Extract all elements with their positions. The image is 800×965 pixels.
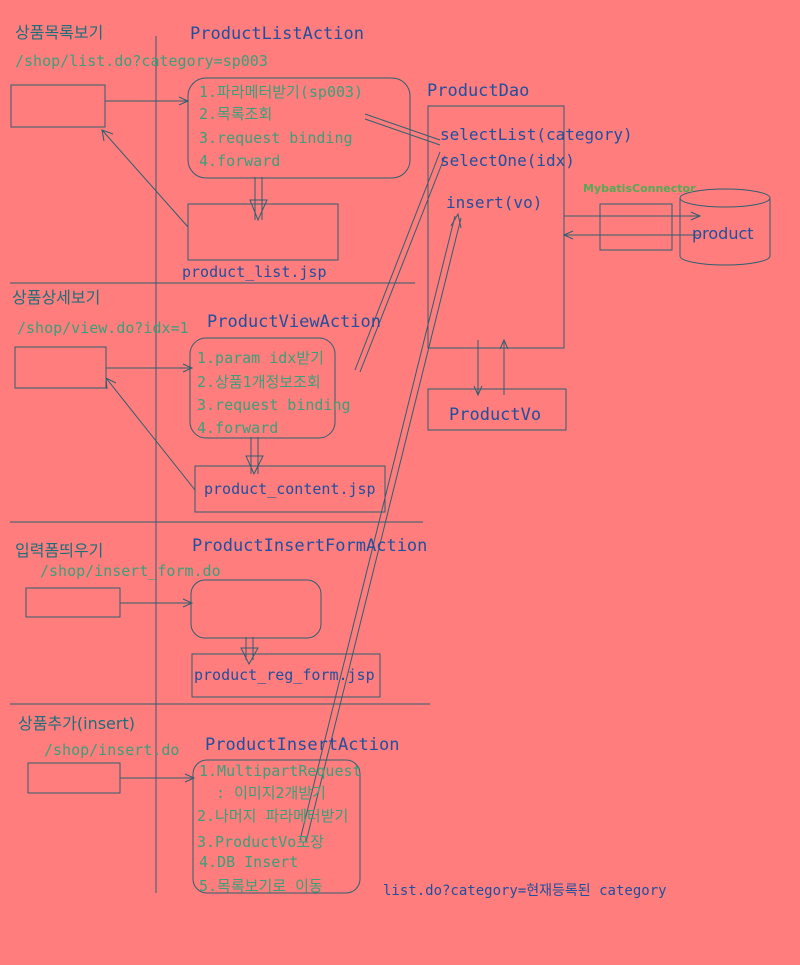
redirect-note: list.do?category=현재등록된 category	[383, 883, 667, 899]
arrow-head	[562, 230, 574, 240]
arrow-head	[690, 211, 702, 221]
arrow-head	[101, 129, 114, 142]
step-item: : 이미지2개받기	[207, 784, 326, 802]
jsp-box-form	[191, 653, 381, 698]
dao-method: insert(vo)	[446, 193, 542, 212]
section-title: 상품목록보기	[15, 23, 103, 42]
step-item: 1.MultipartRequest	[199, 762, 362, 780]
jsp-label: product_content.jsp	[204, 480, 376, 498]
action-title: ProductViewAction	[207, 312, 381, 332]
step-item: 3.ProductVo포장	[197, 833, 324, 851]
jsp-label: product_list.jsp	[182, 263, 327, 281]
jsp-label: product_reg_form.jsp	[194, 666, 375, 684]
section-title: 입력폼띄우기	[15, 541, 103, 560]
action-box-list	[187, 77, 411, 179]
link-view-to-dao	[354, 151, 441, 371]
connector-label: MybatisConnector	[583, 182, 696, 195]
db-cylinder	[679, 198, 771, 266]
step-item: 2.나머지 파라메터받기	[197, 807, 348, 825]
link-insert-to-dao	[299, 215, 456, 841]
dao-method: selectOne(idx)	[440, 151, 575, 170]
arrow-head	[182, 598, 194, 608]
dao-method: selectList(category)	[440, 125, 633, 144]
arrow-head	[499, 338, 509, 350]
step-item: 1.param idx받기	[197, 349, 324, 367]
arrow-jsp-to-client	[101, 129, 189, 228]
request-url: /shop/list.do?category=sp003	[15, 52, 268, 70]
step-item: 4.forward	[199, 152, 280, 170]
dao-box	[427, 105, 565, 349]
action-title: ProductListAction	[190, 24, 364, 44]
arrow-head	[450, 212, 462, 229]
request-url: /shop/insert.do	[44, 741, 179, 759]
arrow-head	[473, 385, 483, 397]
section-title: 상품상세보기	[12, 288, 100, 307]
arrow-jsp-to-client	[105, 377, 196, 491]
arrow-head	[249, 199, 268, 222]
link-insert-to-dao	[305, 217, 462, 843]
action-title: ProductInsertAction	[205, 735, 399, 755]
link-view-to-dao	[359, 155, 446, 373]
step-item: 1.파라메터받기(sp003)	[199, 83, 363, 101]
arrow-head	[184, 773, 196, 783]
arrow-head	[240, 647, 259, 666]
step-item: 3.request binding	[197, 396, 351, 414]
dao-title: ProductDao	[427, 81, 529, 101]
db-cylinder-top	[679, 188, 771, 208]
db-label: product	[692, 224, 754, 243]
connector-box	[599, 203, 673, 251]
step-item: 4.forward	[197, 419, 278, 437]
jsp-box-view	[194, 465, 386, 513]
client-box-list	[10, 84, 106, 128]
link-list-to-dao	[364, 118, 441, 146]
client-box-view	[14, 346, 107, 389]
arrow-head	[245, 455, 264, 476]
step-item: 3.request binding	[199, 129, 353, 147]
step-item: 4.DB Insert	[199, 853, 298, 871]
step-item: 5.목록보기로 이동	[199, 877, 323, 895]
vo-box	[427, 388, 567, 431]
action-box-form	[190, 579, 322, 639]
action-title: ProductInsertFormAction	[192, 536, 427, 556]
section-title: 상품추가(insert)	[18, 714, 135, 733]
jsp-box-list	[187, 203, 339, 261]
request-url: /shop/insert_form.do	[40, 562, 221, 580]
client-box-form	[25, 587, 121, 618]
step-item: 2.목록조회	[199, 105, 272, 123]
request-url: /shop/view.do?idx=1	[17, 319, 189, 337]
client-box-insert	[27, 762, 121, 794]
vo-label: ProductVo	[449, 405, 541, 425]
link-list-to-dao	[364, 113, 441, 141]
step-item: 2.상품1개정보조회	[197, 373, 321, 391]
action-box-view	[189, 337, 336, 439]
arrow-head	[105, 377, 117, 390]
arrow-head	[182, 363, 194, 373]
action-box-insert	[192, 759, 361, 894]
